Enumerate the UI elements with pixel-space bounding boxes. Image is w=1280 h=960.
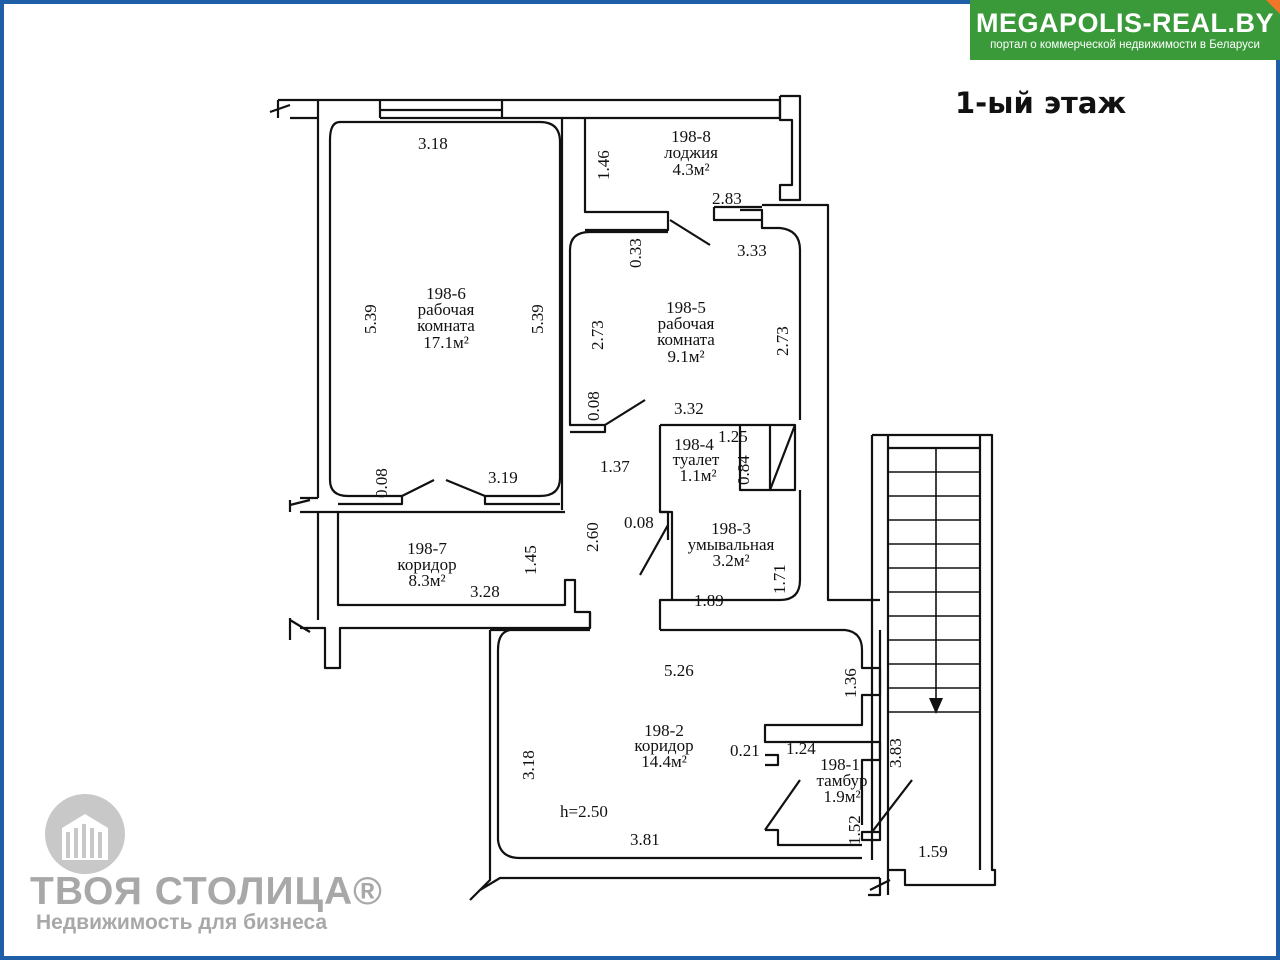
site-tagline: портал о коммерческой недвижимости в Бел… (990, 39, 1260, 51)
dimension-label: 3.18 (418, 134, 448, 153)
dimension-label: 2.73 (588, 320, 607, 350)
dimension-label: 1.46 (594, 150, 613, 180)
dimension-label: 3.18 (519, 750, 538, 780)
stair-arrow-icon (929, 698, 943, 714)
room-198-3-id: 198-3 (711, 519, 751, 538)
room-198-8-name: лоджия (664, 143, 718, 162)
dimension-label: 3.33 (737, 241, 767, 260)
dimension-label: 5.26 (664, 661, 694, 680)
stair-steps (888, 471, 980, 713)
brand-name: ТВОЯ СТОЛИЦА® (30, 870, 383, 913)
room-198-1-area: 1.9м² (823, 787, 860, 806)
floor-title: 1-ый этаж (955, 86, 1127, 120)
dimension-labels: 3.18 1.46 2.83 0.33 3.33 5.39 5.39 2.73 … (361, 134, 948, 861)
dimension-label: 1.45 (521, 545, 540, 575)
dimension-label: 0.08 (624, 513, 654, 532)
room-198-3-name: умывальная (688, 535, 775, 554)
dimension-label: 2.60 (583, 522, 602, 552)
dimension-label: 0.21 (730, 741, 760, 760)
room-198-4-id: 198-4 (674, 435, 714, 454)
dimension-label: 3.19 (488, 468, 518, 487)
site-name: MEGAPOLIS-REAL.BY (975, 8, 1274, 38)
room-198-5-name: рабочая (658, 314, 715, 333)
room-198-5-name2: комната (657, 330, 715, 349)
room-198-6-area: 17.1м² (423, 333, 469, 352)
dimension-label: 3.81 (630, 830, 660, 849)
brand-watermark: ТВОЯ СТОЛИЦА® Недвижимость для бизнеса (30, 790, 382, 940)
room-198-6-name: рабочая (418, 300, 475, 319)
dimension-label: 1.37 (600, 457, 630, 476)
dimension-label: 5.39 (528, 304, 547, 334)
dimension-label: 2.83 (712, 189, 742, 208)
dimension-label: 1.25 (718, 427, 748, 446)
dimension-label: 3.28 (470, 582, 500, 601)
banner-corner-decoration (1266, 0, 1280, 14)
brand-tagline: Недвижимость для бизнеса (36, 911, 328, 934)
room-198-2-name: коридор (634, 736, 693, 755)
dimension-label: 2.73 (773, 326, 792, 356)
room-198-7-name: коридор (397, 555, 456, 574)
room-198-8-id: 198-8 (671, 127, 711, 146)
room-labels: 198-8 лоджия 4.3м² 198-6 рабочая комната… (397, 127, 867, 806)
room-198-2-id: 198-2 (644, 721, 684, 740)
dimension-label: 1.71 (770, 564, 789, 594)
dimension-label: 0.33 (626, 238, 645, 268)
room-198-8-area: 4.3м² (672, 160, 709, 179)
site-banner[interactable]: MEGAPOLIS-REAL.BY портал о коммерческой … (970, 0, 1280, 60)
ceiling-height-note: h=2.50 (560, 802, 608, 821)
room-198-5-area: 9.1м² (667, 347, 704, 366)
room-198-5-id: 198-5 (666, 298, 706, 317)
room-198-3-area: 3.2м² (712, 551, 749, 570)
dimension-label: 1.52 (845, 815, 864, 845)
room-198-4-name: туалет (673, 450, 720, 469)
room-198-7-id: 198-7 (407, 539, 447, 558)
dimension-label: 1.89 (694, 591, 724, 610)
dimension-label: 0.08 (584, 391, 603, 421)
room-198-2-area: 14.4м² (641, 752, 687, 771)
room-198-1-name: тамбур (817, 771, 868, 790)
dimension-label: 5.39 (361, 304, 380, 334)
room-198-4-area: 1.1м² (679, 466, 716, 485)
room-198-6-name2: комната (417, 316, 475, 335)
dimension-label: 1.59 (918, 842, 948, 861)
room-198-7-area: 8.3м² (408, 571, 445, 590)
dimension-label: 3.32 (674, 399, 704, 418)
building-logo-icon (45, 794, 125, 874)
dimension-label: 3.83 (886, 738, 905, 768)
room-198-1-id: 198-1 (820, 755, 860, 774)
plan-walls (269, 94, 997, 901)
dimension-label: 1.36 (841, 668, 860, 698)
dimension-label: 0.84 (734, 455, 753, 485)
room-198-6-id: 198-6 (426, 284, 466, 303)
dimension-label: 1.24 (786, 739, 816, 758)
dimension-label: 0.08 (372, 468, 391, 498)
